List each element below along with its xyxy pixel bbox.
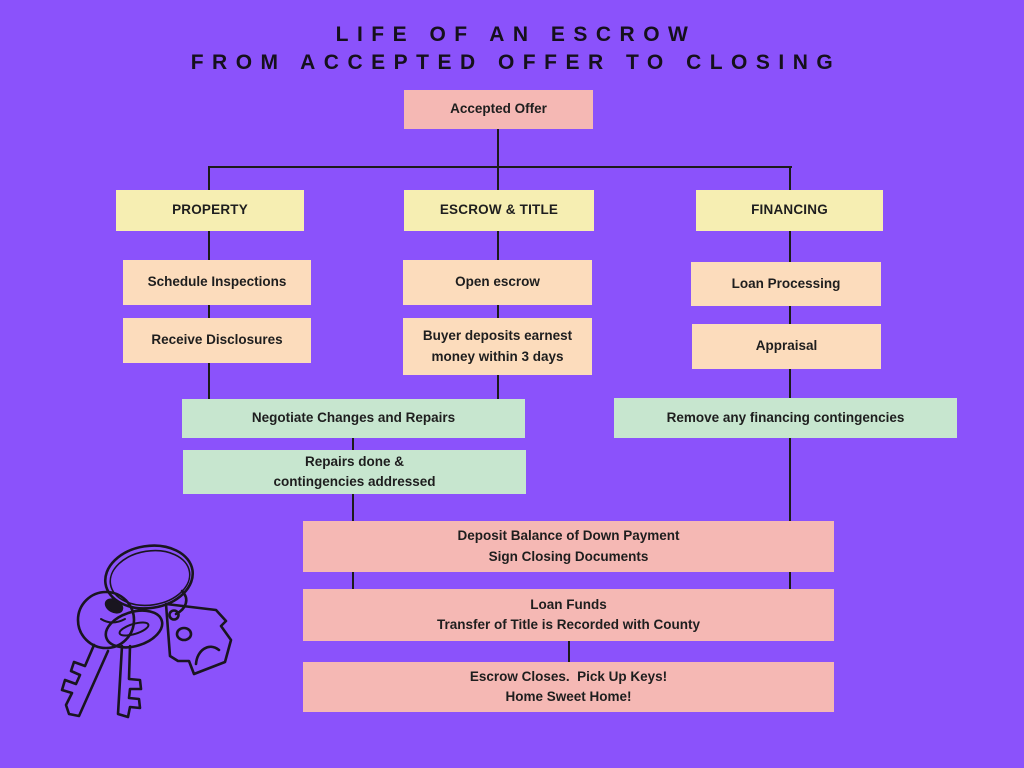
node-negotiate-changes: Negotiate Changes and Repairs — [182, 399, 525, 438]
page-title: LIFE OF AN ESCROW FROM ACCEPTED OFFER TO… — [0, 21, 1024, 77]
connector-to-escrow-closes — [568, 640, 570, 663]
node-financing-header: FINANCING — [696, 190, 883, 231]
node-property-header: PROPERTY — [116, 190, 304, 231]
key-left-icon — [60, 590, 136, 718]
page-title-line2: FROM ACCEPTED OFFER TO CLOSING — [190, 51, 842, 74]
node-deposit-balance: Deposit Balance of Down Payment Sign Clo… — [303, 521, 834, 572]
node-open-escrow: Open escrow — [403, 260, 592, 305]
connector-financing-column — [789, 166, 791, 589]
node-loan-funds: Loan Funds Transfer of Title is Recorded… — [303, 589, 834, 641]
key-right-icon — [104, 609, 164, 719]
node-escrow-closes: Escrow Closes. Pick Up Keys! Home Sweet … — [303, 662, 834, 712]
keys-keychain-illustration — [60, 544, 233, 719]
node-remove-contingencies: Remove any financing contingencies — [614, 398, 957, 438]
connector-horizontal-bar — [208, 166, 792, 168]
node-receive-disclosures: Receive Disclosures — [123, 318, 311, 363]
node-accepted-offer: Accepted Offer — [404, 90, 593, 129]
node-escrow-title-header: ESCROW & TITLE — [404, 190, 594, 231]
connector-left-merge-line — [352, 438, 354, 589]
page-title-line1: LIFE OF AN ESCROW — [335, 23, 697, 46]
house-tag-icon — [164, 602, 233, 676]
node-buyer-deposits: Buyer deposits earnest money within 3 da… — [403, 318, 592, 375]
node-schedule-inspections: Schedule Inspections — [123, 260, 311, 305]
node-loan-processing: Loan Processing — [691, 262, 881, 306]
node-repairs-done: Repairs done & contingencies addressed — [183, 450, 526, 494]
node-appraisal: Appraisal — [692, 324, 881, 369]
keyring-icon — [103, 544, 195, 610]
